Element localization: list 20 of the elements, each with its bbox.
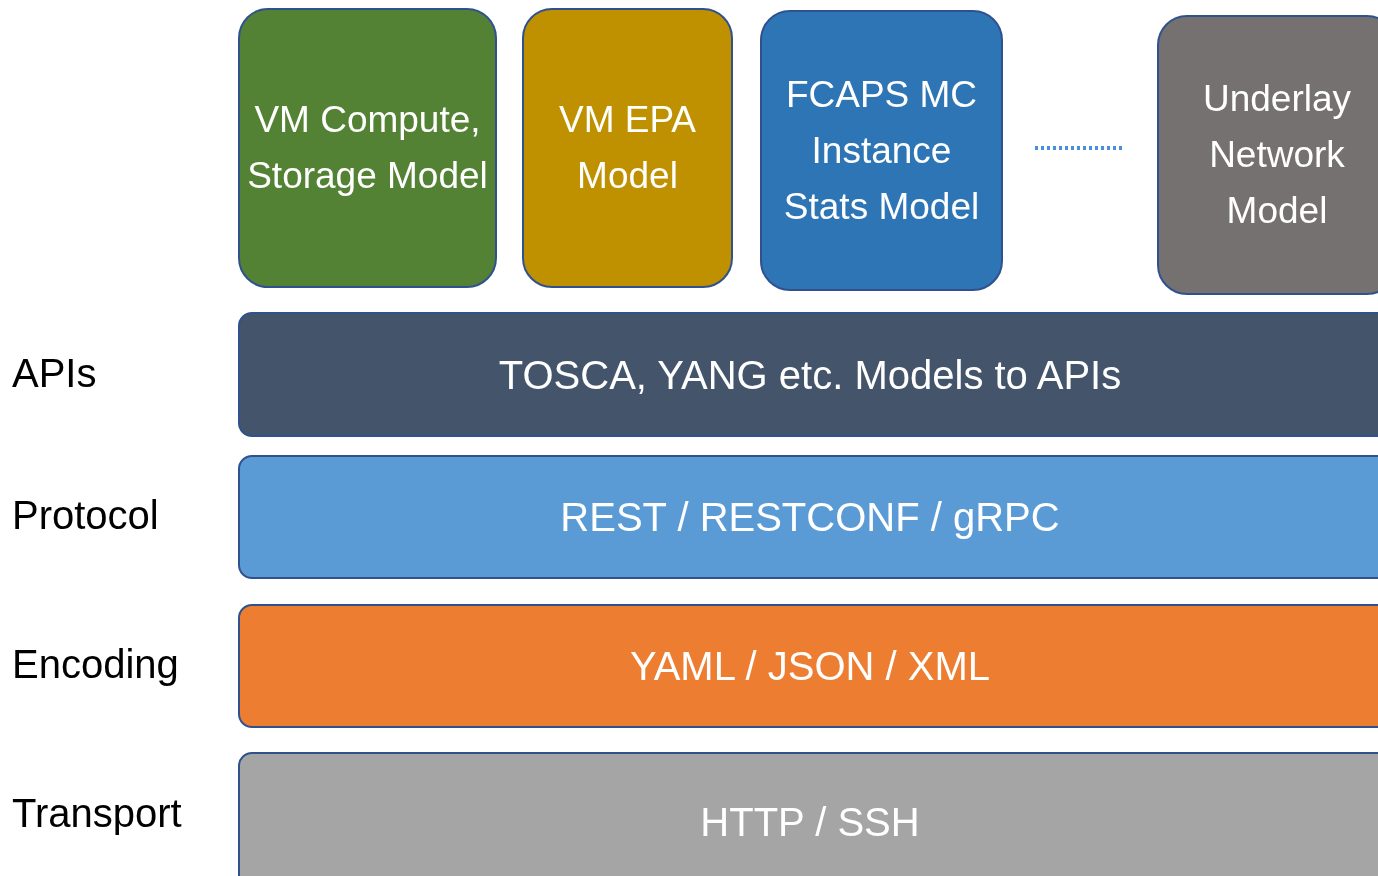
- model-name: VM EPA Model: [557, 98, 698, 198]
- model-box: [760, 10, 1003, 291]
- layer-name: APIs: [12, 350, 97, 396]
- layer-band: [238, 752, 1378, 876]
- model-name: Underlay Network Model: [1201, 77, 1353, 233]
- layer-band: [238, 455, 1378, 579]
- layer-name: Transport: [12, 790, 182, 836]
- layer-band: [238, 604, 1378, 728]
- model-name: FCAPS MC Instance Stats Model: [782, 72, 981, 229]
- model-box: [1157, 15, 1378, 295]
- layer-label: REST / RESTCONF / gRPC: [559, 494, 1061, 541]
- layer-label: YAML / JSON / XML: [628, 643, 992, 690]
- model-box: [522, 8, 733, 288]
- layer-band: [238, 312, 1378, 437]
- model-box: [238, 8, 497, 288]
- layer-name: Protocol: [12, 493, 159, 538]
- model-name: VM Compute, Storage Model: [246, 98, 489, 198]
- layer-label: HTTP / SSH: [699, 799, 921, 846]
- layer-name: Encoding: [12, 642, 179, 687]
- layer-label: TOSCA, YANG etc. Models to APIs: [497, 351, 1123, 399]
